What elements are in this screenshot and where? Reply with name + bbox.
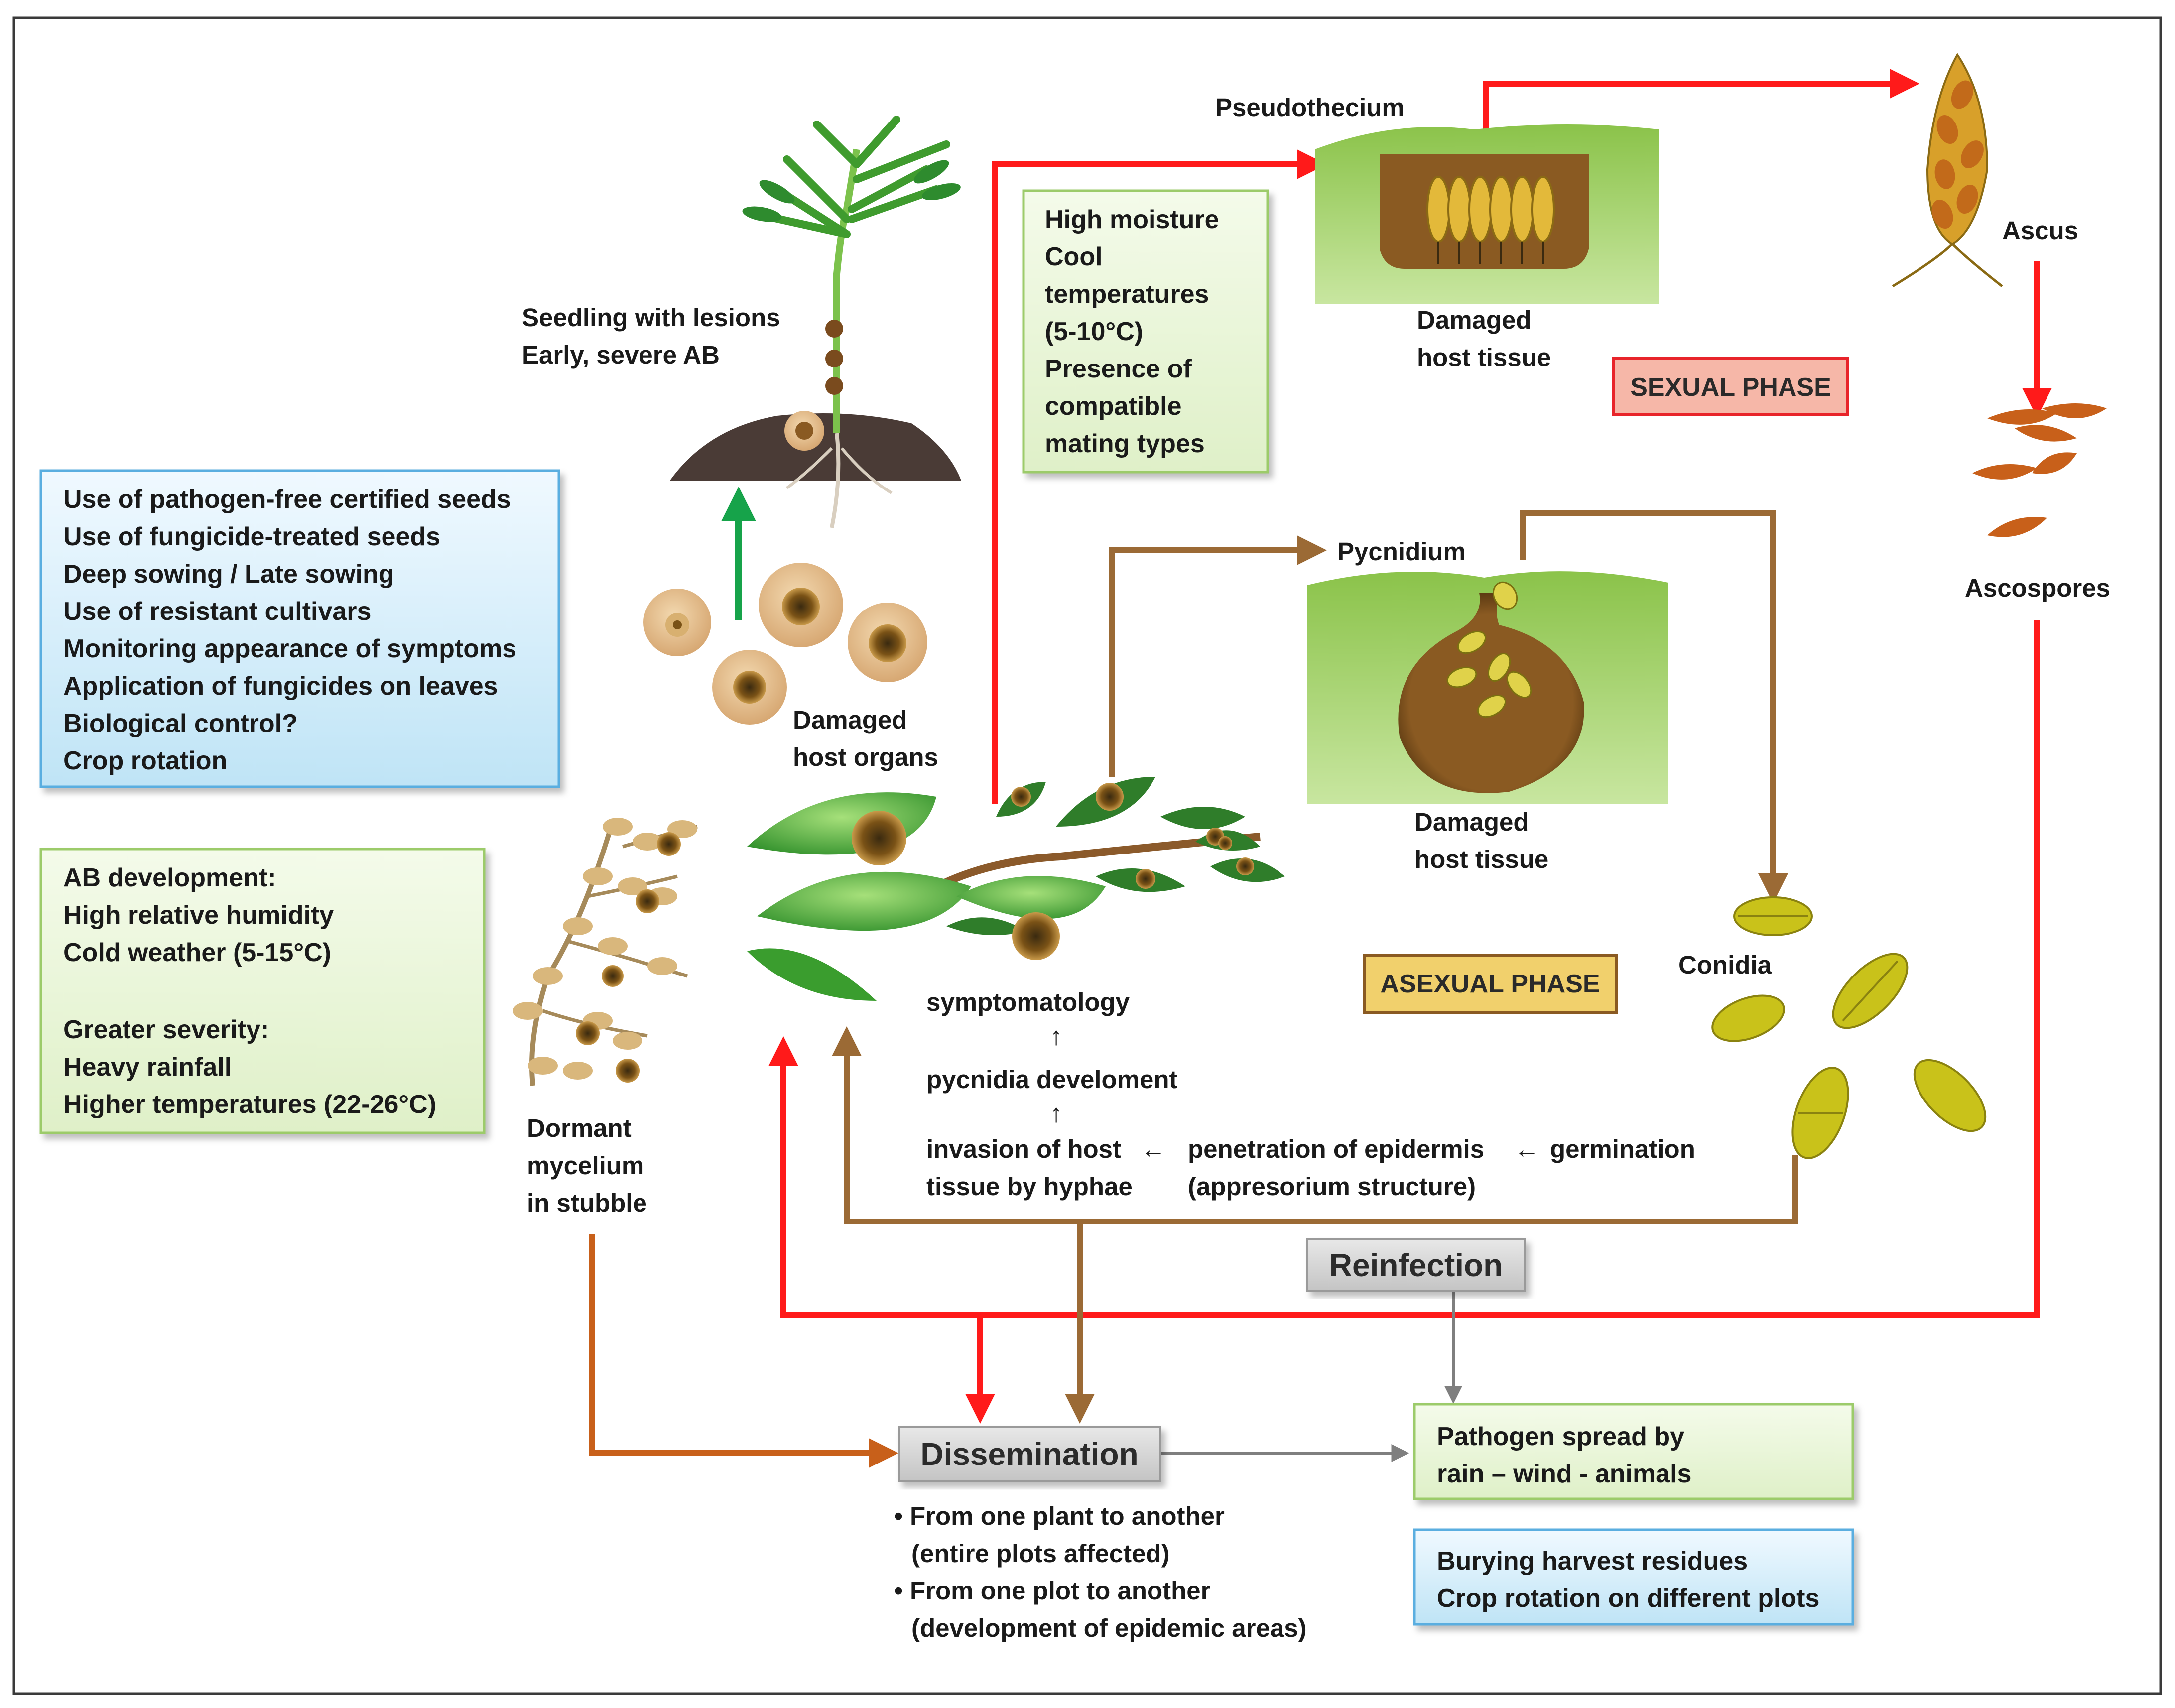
svg-text:High relative humidity: High relative humidity — [63, 901, 334, 930]
ab-development-text: AB development: High relative humidity C… — [63, 863, 436, 1119]
svg-text:Cool: Cool — [1045, 243, 1103, 271]
infection-process: symptomatology ↑ pycnidia develoment ↑ i… — [926, 988, 1695, 1201]
svg-text:Cold weather (5-15°C): Cold weather (5-15°C) — [63, 938, 331, 967]
damaged-tissue-mid-line-1: Damaged — [1414, 808, 1529, 836]
control-measures-text: Use of pathogen-free certified seeds Use… — [63, 485, 516, 775]
asexual-phase-label: ASEXUAL PHASE — [1380, 970, 1600, 998]
damaged-tissue-top-line-1: Damaged — [1417, 306, 1532, 334]
svg-text:Use of pathogen-free certified: Use of pathogen-free certified seeds — [63, 485, 511, 514]
pseudothecium-illustration — [1315, 124, 1659, 304]
dormant-label-line-2: mycelium — [527, 1151, 644, 1180]
seedling-illustration — [670, 116, 961, 528]
ascospores-illustration — [1972, 403, 2107, 537]
ascospores-label: Ascospores — [1965, 574, 2110, 602]
arrow-to-conidia — [1520, 510, 1788, 903]
control-measures-box — [39, 469, 560, 788]
svg-text:Deep sowing / Late sowing: Deep sowing / Late sowing — [63, 560, 394, 589]
dormant-label-line-3: in stubble — [527, 1189, 647, 1217]
svg-text:Application of fungicides on l: Application of fungicides on leaves — [63, 672, 498, 701]
symptomatology-label: symptomatology — [926, 988, 1130, 1016]
svg-text:AB development:: AB development: — [63, 863, 276, 892]
conidia-label: Conidia — [1678, 951, 1772, 979]
svg-text:Use of fungicide-treated seeds: Use of fungicide-treated seeds — [63, 522, 440, 551]
up-arrow-1: ↑ — [1050, 1022, 1063, 1050]
dissemination-notes: • From one plant to another (entire plot… — [894, 1502, 1307, 1642]
svg-text:Use of resistant cultivars: Use of resistant cultivars — [63, 597, 371, 626]
damaged-tissue-mid-line-2: host tissue — [1414, 845, 1548, 873]
svg-text:Greater severity:: Greater severity: — [63, 1015, 269, 1044]
pathogen-spread-line-2: rain – wind - animals — [1437, 1460, 1691, 1488]
penetration-label-line-2: (appresorium structure) — [1188, 1172, 1476, 1201]
svg-text:Presence of: Presence of — [1045, 355, 1192, 383]
svg-text:temperatures: temperatures — [1045, 280, 1209, 309]
penetration-label-line-1: penetration of epidermis — [1188, 1135, 1484, 1163]
conidia-illustration — [1711, 896, 1987, 1159]
pseudothecium-label: Pseudothecium — [1215, 93, 1405, 122]
seedling-label-line-2: Early, severe AB — [522, 341, 720, 369]
reinfection-label: Reinfection — [1329, 1247, 1503, 1283]
conditions-box — [1022, 189, 1269, 474]
dissemination-box — [898, 1426, 1161, 1482]
arrow-to-pycnidium — [1109, 535, 1327, 777]
svg-text:(development of epidemic areas: (development of epidemic areas) — [911, 1614, 1307, 1642]
arrow-ascospores-reinfection — [768, 620, 2040, 1318]
pycnidia-development-label: pycnidia develoment — [926, 1065, 1177, 1094]
sexual-phase-badge — [1612, 357, 1849, 416]
ascus-label: Ascus — [2002, 216, 2078, 244]
asexual-phase-badge — [1363, 954, 1618, 1014]
svg-text:mating types: mating types — [1045, 429, 1205, 458]
reinfection-box — [1306, 1238, 1526, 1292]
ab-development-box — [39, 848, 486, 1134]
svg-text:Monitoring appearance of sympt: Monitoring appearance of symptoms — [63, 634, 516, 663]
svg-text:Heavy rainfall: Heavy rainfall — [63, 1053, 232, 1082]
burying-line-1: Burying harvest residues — [1437, 1547, 1748, 1576]
damaged-organs-line-1: Damaged — [793, 706, 907, 734]
germination-label: germination — [1550, 1135, 1695, 1163]
burying-line-2: Crop rotation on different plots — [1437, 1584, 1819, 1613]
conditions-text: High moisture Cool temperatures (5-10°C)… — [1045, 205, 1219, 458]
infected-seeds — [643, 563, 927, 725]
left-arrow-1: ← — [1141, 1135, 1166, 1163]
left-arrow-2: ← — [1514, 1135, 1539, 1163]
damaged-leaves-illustration — [747, 777, 1285, 1001]
dormant-label-line-1: Dormant — [527, 1114, 632, 1142]
burying-residues-box — [1413, 1528, 1854, 1626]
pathogen-spread-line-1: Pathogen spread by — [1437, 1422, 1684, 1451]
damaged-tissue-top-line-2: host tissue — [1417, 343, 1551, 371]
svg-text:Higher temperatures (22-26°C): Higher temperatures (22-26°C) — [63, 1090, 436, 1119]
arrow-conidia-reinfection — [832, 1026, 1798, 1224]
svg-text:Crop rotation: Crop rotation — [63, 746, 227, 775]
stubble-illustration — [513, 818, 698, 1086]
svg-text:High moisture: High moisture — [1045, 205, 1219, 234]
dissemination-label: Dissemination — [920, 1436, 1138, 1472]
up-arrow-2: ↑ — [1050, 1099, 1063, 1127]
pycnidium-illustration — [1307, 571, 1668, 804]
pycnidium-label: Pycnidium — [1337, 537, 1466, 566]
arrow-to-pseudothecium — [992, 149, 1327, 804]
invasion-label-line-1: invasion of host — [926, 1135, 1121, 1163]
pathogen-spread-box — [1413, 1403, 1854, 1500]
svg-text:(entire plots affected): (entire plots affected) — [911, 1539, 1170, 1568]
invasion-label-line-2: tissue by hyphae — [926, 1172, 1133, 1201]
svg-text:• From one plant to another: • From one plant to another — [894, 1502, 1225, 1530]
figure-frame — [12, 16, 2162, 1695]
ascus-illustration — [1892, 53, 2003, 288]
svg-text:(5-10°C): (5-10°C) — [1045, 317, 1143, 346]
damaged-organs-line-2: host organs — [793, 743, 938, 771]
svg-text:Biological control?: Biological control? — [63, 709, 298, 738]
arrow-dormant-to-dissemination — [589, 1234, 898, 1468]
svg-text:• From one plot to another: • From one plot to another — [894, 1577, 1211, 1605]
sexual-phase-label: SEXUAL PHASE — [1630, 373, 1831, 402]
svg-text:compatible: compatible — [1045, 392, 1182, 421]
seedling-label-line-1: Seedling with lesions — [522, 303, 780, 332]
